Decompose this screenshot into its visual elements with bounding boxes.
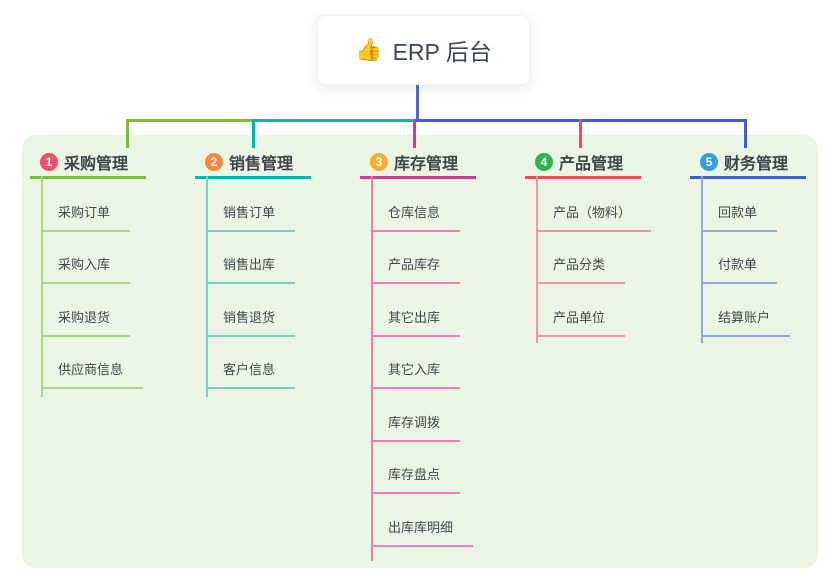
node-receipt-bill[interactable]: 回款单 — [701, 179, 778, 232]
node-sales-outbound[interactable]: 销售出库 — [206, 232, 296, 284]
branch-finance: 5 财务管理 回款单 付款单 结算账户 — [690, 150, 830, 343]
branch-purchase-title[interactable]: 1 采购管理 — [30, 150, 146, 179]
node-stock-transfer[interactable]: 库存调拨 — [371, 389, 461, 442]
node-label: 采购订单 — [58, 204, 111, 220]
branch-spine-line — [41, 176, 43, 397]
node-label: 回款单 — [718, 204, 758, 220]
node-label: 付款单 — [718, 257, 758, 272]
node-label: 仓库信息 — [388, 204, 441, 220]
connector-drop-sales — [252, 119, 255, 148]
branch-inventory-title[interactable]: 3 库存管理 — [360, 150, 476, 179]
node-product-category[interactable]: 产品分类 — [536, 232, 626, 284]
connector-root-line — [416, 83, 419, 121]
branch-spine-line — [371, 176, 373, 561]
node-product-material[interactable]: 产品（物料） — [536, 179, 652, 232]
node-purchase-order[interactable]: 采购订单 — [41, 179, 131, 232]
node-other-outbound[interactable]: 其它出库 — [371, 284, 461, 337]
node-label: 产品（物料） — [553, 204, 632, 220]
branch-product-children: 产品（物料） 产品分类 产品单位 — [536, 176, 665, 343]
node-product-stock[interactable]: 产品库存 — [371, 232, 461, 284]
node-payment-bill[interactable]: 付款单 — [701, 232, 778, 284]
branch-purchase: 1 采购管理 采购订单 采购入库 采购退货 供应商信息 — [30, 150, 170, 397]
branch-spine-line — [206, 176, 208, 397]
branch-inventory: 3 库存管理 仓库信息 产品库存 其它出库 其它入库 库存调拨 库存盘点 出库库… — [360, 150, 500, 561]
node-supplier-info[interactable]: 供应商信息 — [41, 337, 144, 389]
connector-bus-sales — [252, 119, 419, 122]
root-node[interactable]: 👍 ERP 后台 — [317, 15, 530, 85]
node-sales-return[interactable]: 销售退货 — [206, 284, 296, 337]
node-label: 其它出库 — [388, 309, 441, 325]
branch-title-label: 采购管理 — [64, 155, 129, 173]
branch-title-label: 销售管理 — [229, 155, 294, 173]
node-label: 产品分类 — [553, 257, 606, 272]
thumbs-up-icon: 👍 — [355, 37, 383, 62]
branch-title-label: 财务管理 — [724, 155, 789, 173]
node-settlement-account[interactable]: 结算账户 — [701, 284, 791, 337]
branch-finance-children: 回款单 付款单 结算账户 — [701, 176, 830, 343]
node-sales-order[interactable]: 销售订单 — [206, 179, 296, 232]
node-label: 出库库明细 — [388, 519, 454, 535]
node-label: 供应商信息 — [58, 362, 124, 377]
node-stock-count[interactable]: 库存盘点 — [371, 442, 461, 494]
branch-product: 4 产品管理 产品（物料） 产品分类 产品单位 — [525, 150, 665, 343]
branch-title-label: 产品管理 — [559, 155, 624, 173]
root-node-label: ERP 后台 — [392, 39, 492, 65]
node-label: 销售出库 — [223, 257, 276, 272]
node-label: 产品单位 — [553, 309, 606, 325]
branch-spine-line — [536, 176, 538, 343]
connector-drop-product — [579, 119, 582, 148]
connector-drop-inventory — [413, 119, 416, 148]
branch-number-badge: 2 — [205, 152, 223, 171]
node-purchase-inbound[interactable]: 采购入库 — [41, 232, 131, 284]
branch-inventory-children: 仓库信息 产品库存 其它出库 其它入库 库存调拨 库存盘点 出库库明细 — [371, 176, 500, 561]
node-label: 其它入库 — [388, 362, 441, 377]
node-label: 采购入库 — [58, 257, 111, 272]
node-label: 产品库存 — [388, 257, 441, 272]
branch-number-badge: 1 — [40, 152, 58, 171]
node-label: 销售退货 — [223, 309, 276, 325]
branch-spine-line — [701, 176, 703, 343]
connector-drop-finance — [744, 119, 747, 148]
node-label: 库存盘点 — [388, 467, 441, 482]
branch-number-badge: 3 — [370, 152, 388, 171]
branch-purchase-children: 采购订单 采购入库 采购退货 供应商信息 — [41, 176, 170, 397]
node-label: 库存调拨 — [388, 414, 441, 430]
node-label: 采购退货 — [58, 309, 111, 325]
node-warehouse-info[interactable]: 仓库信息 — [371, 179, 461, 232]
node-label: 销售订单 — [223, 204, 276, 220]
node-other-inbound[interactable]: 其它入库 — [371, 337, 461, 389]
node-product-unit[interactable]: 产品单位 — [536, 284, 626, 337]
branches-background-panel — [22, 135, 818, 568]
branch-product-title[interactable]: 4 产品管理 — [525, 150, 641, 179]
branch-finance-title[interactable]: 5 财务管理 — [690, 150, 806, 179]
node-purchase-return[interactable]: 采购退货 — [41, 284, 131, 337]
node-outbound-detail[interactable]: 出库库明细 — [371, 494, 474, 547]
connector-drop-purchase — [126, 119, 129, 148]
branch-sales-title[interactable]: 2 销售管理 — [195, 150, 311, 179]
branch-number-badge: 4 — [535, 152, 553, 171]
branch-sales: 2 销售管理 销售订单 销售出库 销售退货 客户信息 — [195, 150, 335, 397]
branch-title-label: 库存管理 — [394, 155, 459, 173]
node-label: 结算账户 — [718, 309, 771, 325]
connector-bus-purchase — [126, 119, 255, 122]
branch-number-badge: 5 — [700, 152, 718, 171]
node-customer-info[interactable]: 客户信息 — [206, 337, 296, 389]
node-label: 客户信息 — [223, 362, 276, 377]
branch-sales-children: 销售订单 销售出库 销售退货 客户信息 — [206, 176, 335, 397]
